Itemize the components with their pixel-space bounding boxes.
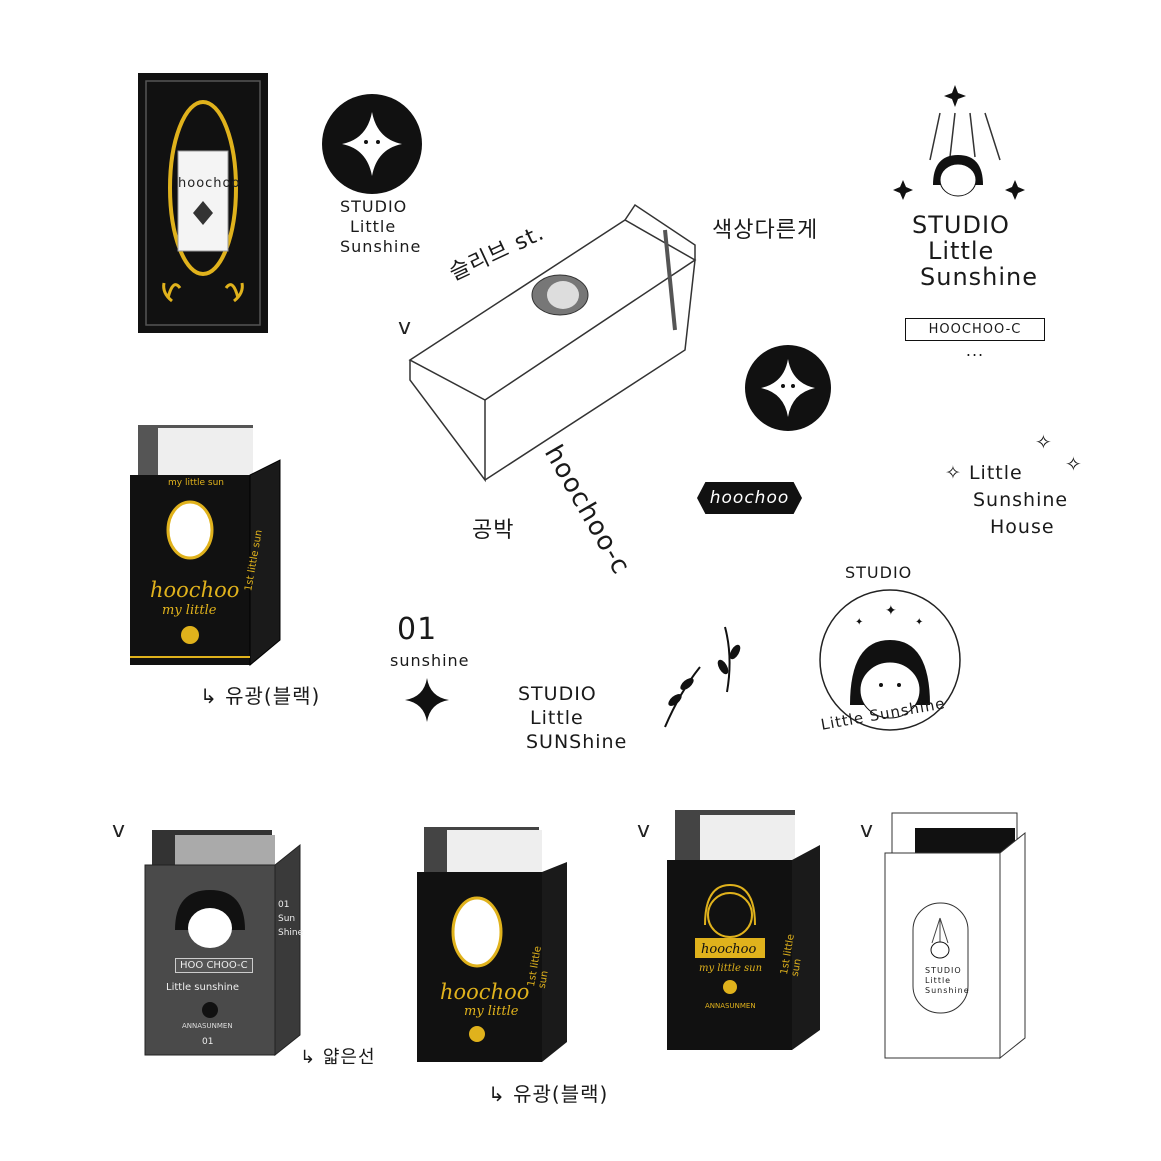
box-line: ANNASUNMEN [705, 1002, 756, 1010]
arrow-icon: ↳ [300, 1047, 317, 1068]
round-face-icon: ✦ ✦ ✦ [819, 589, 961, 731]
card-art [138, 73, 268, 333]
logo-line: STUDIO [912, 211, 1010, 239]
box-ribbon: hoochoo [701, 942, 757, 957]
logo-line: Sunshine [973, 489, 1069, 511]
studio-text-small: STUDIO Little Sunshine [340, 197, 421, 257]
logo-line: STUDIO [518, 683, 597, 705]
check-mark: v [860, 818, 874, 843]
star-shape [405, 678, 449, 722]
logo-line: STUDIO [340, 197, 408, 216]
svg-text:✦: ✦ [885, 603, 897, 619]
white-box-text: STUDIO Little Sunshine [925, 966, 970, 996]
four-point-star-icon [405, 678, 449, 726]
card-brand: hoochoo [178, 176, 241, 191]
sunshine-word: sunshine [390, 651, 470, 670]
sparkle-icon: ✧ [1065, 452, 1082, 476]
box-top-text: my little sun [168, 478, 225, 488]
black-box-art [417, 827, 567, 1062]
gold-box-art [667, 810, 820, 1050]
logo-line: House [990, 516, 1055, 538]
box-line: Sunshine [925, 986, 970, 995]
logo-line: Sunshine [920, 263, 1039, 291]
badge-text: hoochoo [709, 488, 790, 508]
leaves [664, 626, 741, 728]
thin-line-note: ↳ 얇은선 [300, 1043, 376, 1069]
round-logo: ✦ ✦ ✦ [815, 585, 965, 739]
check-mark: v [637, 818, 651, 843]
studio-text-large: STUDIO Little Sunshine [912, 212, 1038, 290]
box-subtitle: my little sun [699, 963, 763, 974]
box-subtitle: my little [162, 603, 217, 618]
top-black-card: hoochoo [138, 73, 270, 339]
svg-text:✦: ✦ [855, 617, 863, 628]
side-line: Shine [278, 928, 304, 938]
ribbon-text: HOOCHOO-C [905, 318, 1045, 341]
studio-text-mid: STUDIO Little SUNShine [518, 682, 627, 754]
logo-line: Little [530, 707, 584, 729]
white-box: STUDIO Little Sunshine [880, 808, 1030, 1067]
logo-line: ✧ Little [945, 460, 1068, 487]
box-line: Little sunshine [166, 982, 240, 993]
box-title: hoochoo [440, 980, 530, 1004]
black-box-art [130, 425, 281, 667]
logo-line: Little [350, 217, 397, 236]
arrow-icon: ↳ [488, 1082, 506, 1106]
leaf-branches-icon [655, 622, 755, 736]
diamond-icon: ✧ [945, 462, 962, 484]
logo-word: Little [968, 462, 1023, 484]
rays-face-logo [893, 85, 1025, 209]
star-face-icon [322, 94, 422, 194]
check-mark: v [112, 818, 126, 843]
note-text: 유광(블랙) [225, 684, 321, 708]
ribbon-label: HOO CHOO-C [175, 958, 253, 973]
sketch-label-color: 색상다른게 [712, 218, 819, 243]
box-line: Little [925, 976, 952, 985]
box-sketch [408, 203, 697, 483]
side-line: Sun [278, 914, 296, 924]
house-text: ✧ Little Sunshine House [945, 460, 1068, 541]
note-text: 얇은선 [322, 1047, 376, 1068]
box-line: ANNASUNMEN [182, 1022, 233, 1030]
finish-note: ↳ 유광(블랙) [200, 680, 320, 709]
hoochoo-badge: hoochoo [697, 482, 802, 514]
arrow-icon: ↳ [200, 684, 218, 708]
logo-line: SUNShine [526, 731, 628, 753]
gold-face-box: hoochoo my little sun ANNASUNMEN 1st lit… [665, 805, 825, 1059]
star-face-icon [745, 345, 831, 431]
logo-line: Sunshine [340, 237, 422, 256]
white-box-art [884, 812, 1026, 1060]
box-subtitle: my little [464, 1004, 519, 1019]
star-logo-mid [745, 345, 831, 435]
box-title: hoochoo [150, 578, 240, 602]
ribbon-dots: ... [965, 341, 985, 360]
black-box-mid: hoochoo my little my little sun 1st litt… [128, 420, 288, 674]
box-number: 01 [202, 1037, 214, 1047]
box-line: STUDIO [925, 966, 962, 975]
ribbon-banner: HOOCHOO-C ... [905, 318, 1045, 360]
star-logo-small [322, 94, 426, 202]
finish-note: ↳ 유광(블랙) [488, 1078, 608, 1107]
round-logo-top: STUDIO [845, 563, 913, 582]
black-box-bottom: hoochoo my little 1st little sun [412, 822, 572, 1071]
side-line: 01 [278, 900, 290, 910]
sunshine-number: 01 [397, 612, 438, 647]
side-text: 01 Sun Shine [278, 898, 303, 940]
logo-line: Little [928, 237, 995, 265]
sketch-label-foil: 공박 [472, 518, 515, 543]
svg-text:✦: ✦ [915, 617, 923, 628]
sparkle-icon: ✧ [1035, 430, 1052, 454]
grey-box: HOO CHOO-C Little sunshine ANNASUNMEN 01… [140, 810, 305, 1064]
sketch-box [395, 200, 715, 504]
note-text: 유광(블랙) [513, 1082, 609, 1106]
face-rays-icon [893, 85, 1025, 200]
check-mark: v [398, 315, 412, 340]
